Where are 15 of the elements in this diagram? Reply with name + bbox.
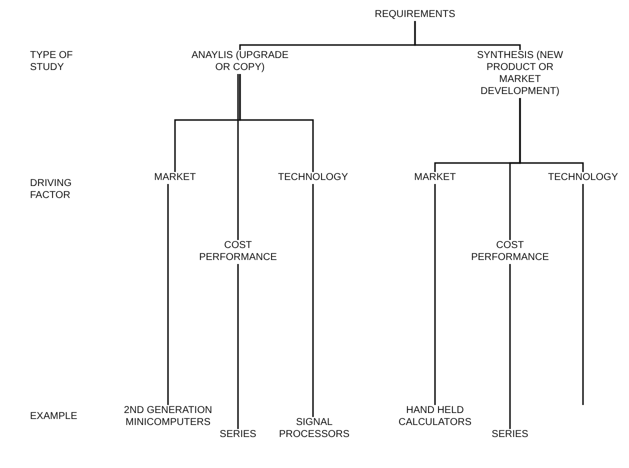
connector-line <box>237 264 239 429</box>
connector-line <box>509 264 511 429</box>
row-heading: EXAMPLE <box>30 411 78 423</box>
connector-line <box>239 74 314 172</box>
connector-line <box>167 184 169 405</box>
tree-label: ANAYLIS (UPGRADE OR COPY) <box>190 50 290 74</box>
row-heading: TYPE OF STUDY <box>30 50 74 74</box>
connector-line <box>519 98 584 172</box>
connector-line <box>434 184 436 405</box>
connector-line <box>312 184 314 417</box>
connector-line <box>582 184 584 405</box>
row-heading: DRIVING FACTOR <box>30 178 73 202</box>
tree-label: REQUIREMENTS <box>374 9 456 21</box>
connector-line <box>414 21 521 50</box>
connector-line <box>237 74 239 240</box>
